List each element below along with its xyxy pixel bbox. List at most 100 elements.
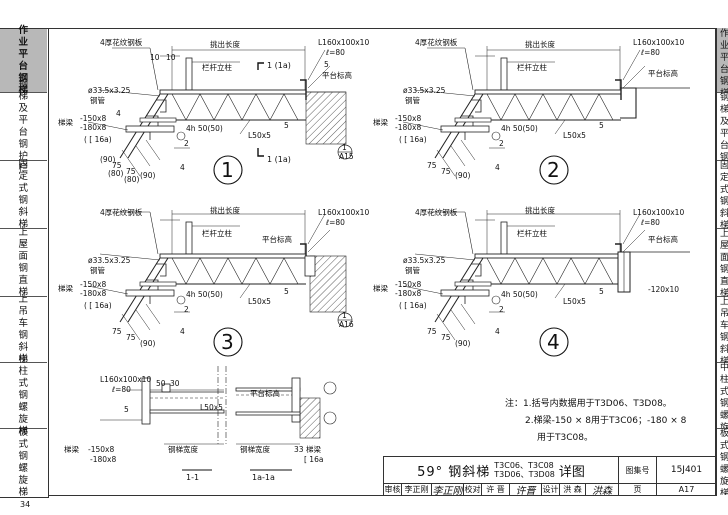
label-angle-top-2: L160x100x10 (633, 38, 684, 47)
title-models-line-2: T3D06、T3D08 (494, 470, 555, 479)
label-callout-2-2: 2 (499, 139, 504, 148)
label-rail-post-2: 栏杆立柱 (517, 62, 547, 72)
label-angle-top: L160x100x10 (318, 38, 369, 47)
detail-number-4: 4 (547, 330, 560, 354)
label-stringer-150: -150x8 (80, 114, 106, 123)
label-plate: 4厚花纹钢板 (100, 37, 143, 47)
notes-block: 注：1.括号内数据用于T3D06、T3D08。 2.梯梁-150 × 8用于T3… (505, 396, 686, 447)
label-dim-75-4: 75 (427, 327, 437, 336)
label-stringer-4: 梯梁 (373, 283, 388, 293)
label-dim-75-3: 75 (112, 327, 122, 336)
label-platform-level-3: 平台标高 (262, 234, 292, 244)
label-channel-4: ( [ 16a) (399, 301, 427, 310)
tab-center-column-spiral[interactable]: 中柱式钢螺旋梯 (0, 354, 47, 437)
label-extend-length-2: 挑出长度 (525, 39, 555, 49)
label-dim-80: (80) (108, 169, 123, 178)
tab-roof-vertical-ladder[interactable]: 上屋面钢直梯 (0, 226, 47, 298)
label-extend-length-3: 挑出长度 (210, 205, 240, 215)
label-angle-l50-3: L50x5 (248, 297, 271, 306)
label-dim-90b: (90) (140, 171, 155, 180)
chapter-tab-column: 作业平台钢梯 钢梯及平台钢护栏 固定式钢斜梯 上屋面钢直梯 上吊车钢斜梯 中柱式… (0, 25, 49, 498)
label-plate-2: 4厚花纹钢板 (415, 37, 458, 47)
drawing-title: 59° 钢斜梯 T3C06、T3C08 T3D06、T3D08 详图 (384, 457, 619, 484)
right-tab-label: 作业平台钢梯 (720, 28, 728, 92)
ref-sheet-3: A16 (339, 320, 354, 329)
label-platform-level-4: 平台标高 (648, 234, 678, 244)
label-channel-3: ( [ 16a) (84, 301, 112, 310)
title-main: 59° 钢斜梯 (417, 464, 491, 480)
right-tab-3[interactable]: 固定式钢斜梯 (717, 160, 728, 229)
label-pipe-4: ø33.5x3.25 (403, 256, 446, 265)
title-suffix: 详图 (558, 464, 585, 480)
label-rail-post-4: 栏杆立柱 (517, 228, 547, 238)
label-sec-width: 钢梯宽度 (168, 444, 198, 454)
label-dim-75b-3: 75 (126, 333, 136, 342)
label-angle-l50: L50x5 (248, 131, 271, 140)
label-angle-top-4: L160x100x10 (633, 208, 684, 217)
label-extend-length-4: 挑出长度 (525, 205, 555, 215)
check-name: 许 晋 (482, 484, 510, 496)
label-sec-50: 50 (156, 379, 166, 388)
review-name: 李正刚 (402, 484, 432, 496)
label-pipe-2: ø33.5x3.25 (403, 86, 446, 95)
design-name: 洪 森 (560, 484, 586, 496)
page-number: 34 (20, 500, 31, 509)
tab-label: 上屋面钢直梯 (18, 226, 29, 298)
label-callout-5: 5 (324, 60, 329, 69)
right-tab-label: 上屋面钢直梯 (720, 228, 728, 296)
label-sec-angle: L160x100x10 (100, 375, 151, 384)
note-line-3: 用于T3C08。 (537, 433, 593, 443)
check-signature: 许晋 (510, 484, 542, 497)
label-dim-4h-3: 4h 50(50) (186, 290, 223, 299)
title-block: 59° 钢斜梯 T3C06、T3C08 T3D06、T3D08 详图 图集号 1… (383, 456, 717, 497)
label-extend-length: 挑出长度 (210, 39, 240, 49)
tab-work-platform-ladder[interactable]: 作业平台钢梯 (0, 25, 47, 96)
label-plate-120: -120x10 (648, 285, 679, 294)
right-tab-2[interactable]: 钢梯及平台钢护栏 (717, 92, 728, 161)
tab-plate-spiral[interactable]: 板式钢螺旋梯 (0, 427, 47, 498)
label-platform-level: 平台标高 (322, 70, 352, 80)
design-label: 设计 (542, 484, 560, 496)
drawing-frame (48, 28, 716, 496)
note-line-1: 注：1.括号内数据用于T3D06、T3D08。 (505, 399, 672, 409)
review-signature: 李正刚 (432, 484, 464, 497)
page-label: 页 (619, 484, 657, 496)
label-plate-3: 4厚花纹钢板 (100, 207, 143, 217)
label-dim-10b: 10 (166, 53, 176, 62)
label-sec-platform: 平台标高 (250, 388, 280, 398)
label-stringer: 梯梁 (58, 117, 73, 127)
tab-fixed-inclined-ladder[interactable]: 固定式钢斜梯 (0, 159, 47, 230)
label-callout-5b: 5 (284, 121, 289, 130)
tab-label: 作业平台钢梯 (18, 24, 29, 96)
label-pipe-3: ø33.5x3.25 (88, 256, 131, 265)
tab-crane-inclined-ladder[interactable]: 上吊车钢斜梯 (0, 294, 47, 365)
label-pipe-name: 钢管 (90, 95, 105, 105)
label-dim-75-2: 75 (427, 161, 437, 170)
label-dim-75b-2: 75 (441, 167, 451, 176)
label-pipe-name-2: 钢管 (405, 95, 420, 105)
right-tab-4[interactable]: 上屋面钢直梯 (717, 228, 728, 297)
label-dim-75: 75 (112, 161, 122, 170)
title-models-line-1: T3C06、T3C08 (494, 461, 554, 470)
right-tab-1[interactable]: 作业平台钢梯 (717, 28, 728, 93)
label-sec-30: 30 (170, 379, 180, 388)
right-tab-5[interactable]: 上吊车钢斜梯 (717, 296, 728, 363)
ref-sheet: A15 (339, 152, 354, 161)
label-dim-4h: 4h 50(50) (186, 124, 223, 133)
page-value: A17 (657, 484, 717, 496)
label-callout-2-4: 2 (499, 305, 504, 314)
check-label: 校对 (464, 484, 482, 496)
label-callout-4b: 4 (180, 163, 185, 172)
right-tab-label: 上吊车钢斜梯 (720, 296, 728, 362)
ref-number: 1 (342, 143, 347, 152)
right-tab-label: 固定式钢斜梯 (720, 160, 728, 228)
label-sec-width-2: 钢梯宽度 (240, 444, 270, 454)
right-tab-6[interactable]: 中柱式钢螺旋梯 (717, 362, 728, 429)
tab-ladder-platform-railing[interactable]: 钢梯及平台钢护栏 (0, 79, 47, 174)
right-tab-7[interactable]: 板式钢螺旋梯 (717, 428, 728, 495)
section-1-1-title: 1-1 (186, 473, 199, 482)
right-tab-column: 作业平台钢梯 钢梯及平台钢护栏 固定式钢斜梯 上屋面钢直梯 上吊车钢斜梯 中柱式… (716, 28, 728, 496)
label-dim-10: 10 (150, 53, 160, 62)
